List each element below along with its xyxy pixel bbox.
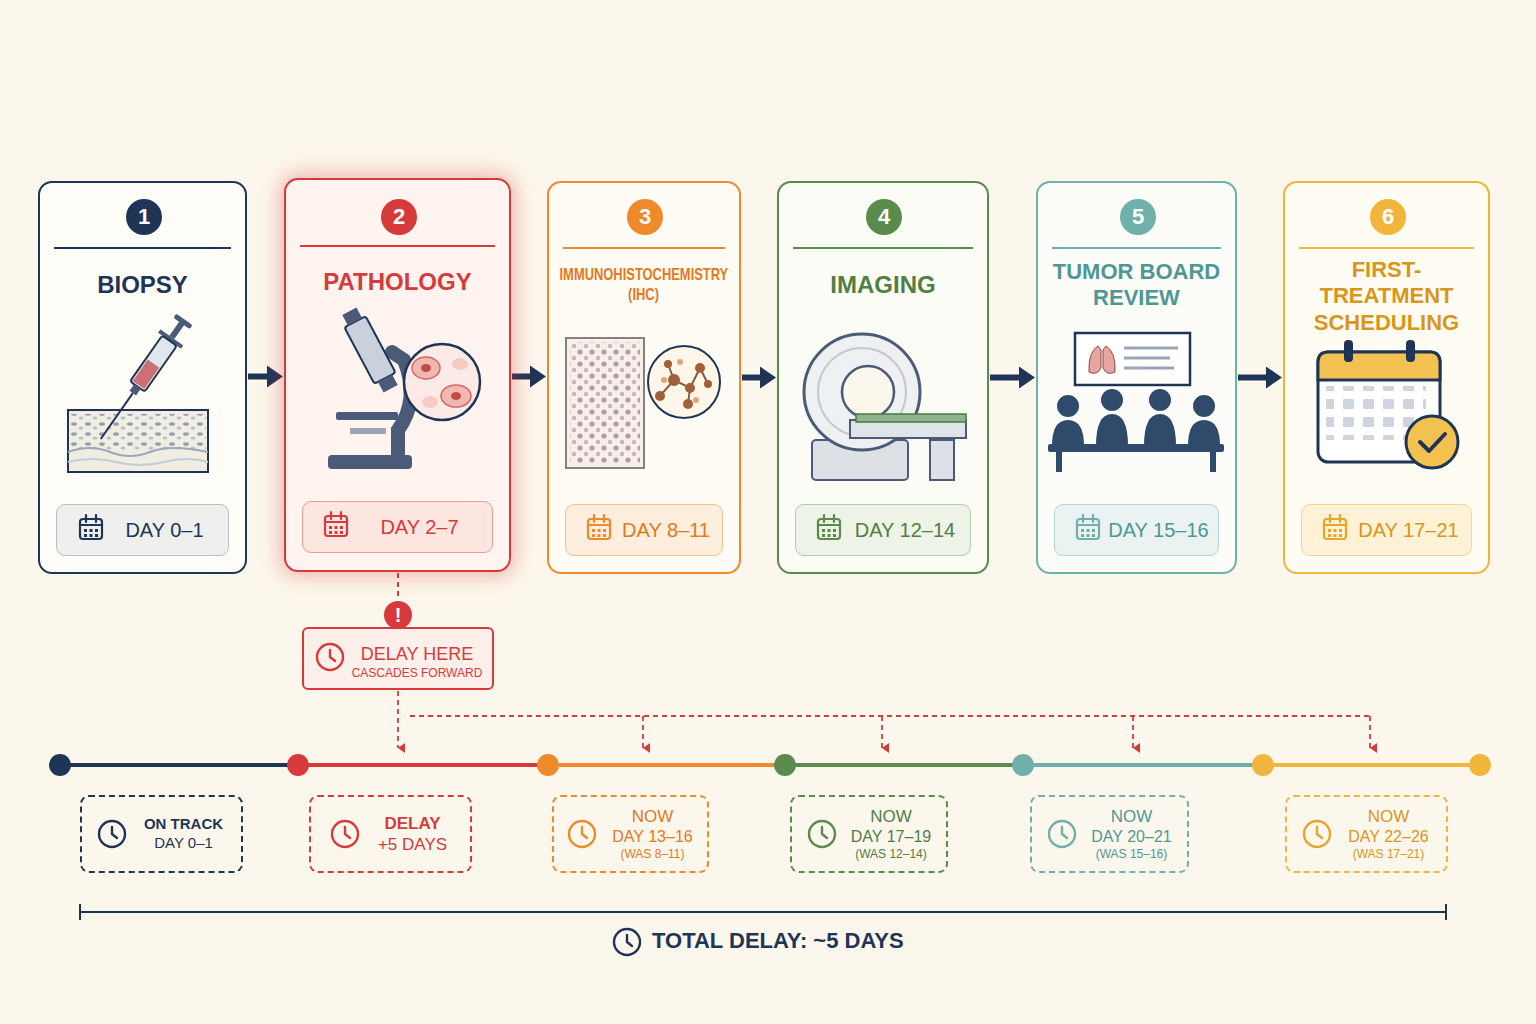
status-heading: NOW [1368, 806, 1410, 827]
flow-connector [1238, 375, 1270, 381]
flow-connector [742, 375, 764, 381]
status-box: ON TRACKDAY 0–1 [80, 795, 243, 873]
microscope-illustration [328, 306, 480, 469]
day-range: DAY 8–11 [622, 519, 710, 542]
status-previous: (WAS 12–14) [855, 847, 927, 862]
status-box: NOWDAY 22–26(WAS 17–21) [1285, 795, 1448, 873]
day-range: DAY 0–1 [125, 519, 203, 542]
day-pill: DAY 17–21 [1301, 504, 1472, 556]
ihc-illustration [566, 338, 720, 468]
day-pill: DAY 12–14 [795, 504, 971, 556]
step-number-text: 6 [1382, 206, 1394, 228]
day-range: DAY 15–16 [1108, 519, 1208, 542]
day-range: DAY 17–21 [1358, 519, 1458, 542]
step-number-text: 4 [878, 206, 890, 228]
tumor-board-illustration [1048, 333, 1224, 472]
calendar-illustration [1318, 340, 1458, 468]
stage-title: BIOPSY [51, 271, 234, 300]
step-number-text: 3 [639, 206, 651, 228]
step-number-text: 2 [393, 206, 405, 228]
status-heading: NOW [1111, 806, 1153, 827]
status-heading: DELAY [384, 813, 440, 834]
stage-title: PATHOLOGY [297, 268, 498, 297]
day-pill: DAY 15–16 [1054, 504, 1219, 556]
ct-scanner-illustration [804, 334, 966, 480]
stage-title: IMMUNOHISTOCHEMISTRY (IHC) [560, 265, 728, 306]
day-range: DAY 12–14 [855, 519, 955, 542]
status-heading: ON TRACK [144, 815, 223, 834]
alert-mark: ! [395, 605, 402, 625]
step-number: 5 [1120, 199, 1156, 235]
step-number: 2 [381, 199, 417, 235]
status-box: NOWDAY 17–19(WAS 12–14) [790, 795, 948, 873]
step-number: 6 [1370, 199, 1406, 235]
stage-title: TUMOR BOARD REVIEW [1049, 259, 1224, 312]
flow-connector [248, 374, 271, 380]
status-previous: (WAS 8–11) [620, 847, 684, 862]
status-heading: NOW [632, 806, 674, 827]
status-previous: (WAS 15–16) [1096, 847, 1168, 862]
status-box: NOWDAY 13–16(WAS 8–11) [552, 795, 709, 873]
flow-connector [397, 573, 399, 600]
day-range: DAY 2–7 [380, 516, 458, 539]
status-box: NOWDAY 20–21(WAS 15–16) [1030, 795, 1189, 873]
step-number-text: 1 [138, 206, 150, 228]
status-heading: NOW [870, 806, 912, 827]
status-value: DAY 22–26 [1348, 827, 1428, 847]
status-value: DAY 0–1 [154, 834, 213, 853]
step-number-text: 5 [1132, 206, 1144, 228]
step-number: 4 [866, 199, 902, 235]
status-previous: (WAS 17–21) [1353, 847, 1425, 862]
total-delay-label: TOTAL DELAY: ~5 DAYS [652, 928, 904, 954]
status-value: DAY 17–19 [851, 827, 931, 847]
flow-connector [512, 374, 534, 380]
callout-note: CASCADES FORWARD [352, 666, 483, 682]
biopsy-illustration [68, 311, 208, 472]
day-pill: DAY 0–1 [56, 504, 229, 556]
status-value: DAY 20–21 [1091, 827, 1171, 847]
stage-title: FIRST-TREATMENT SCHEDULING [1296, 257, 1477, 336]
status-value: +5 DAYS [378, 834, 447, 855]
callout-heading: DELAY HERE [361, 643, 473, 666]
label-anchor: TOTAL DELAY: ~5 DAYS [652, 928, 904, 954]
alert-badge: ! [384, 601, 412, 629]
status-box: DELAY+5 DAYS [309, 795, 472, 873]
status-value: DAY 13–16 [612, 827, 692, 847]
step-number: 3 [627, 199, 663, 235]
flow-connector [990, 375, 1023, 381]
stage-title: IMAGING [790, 271, 976, 300]
step-number: 1 [126, 199, 162, 235]
